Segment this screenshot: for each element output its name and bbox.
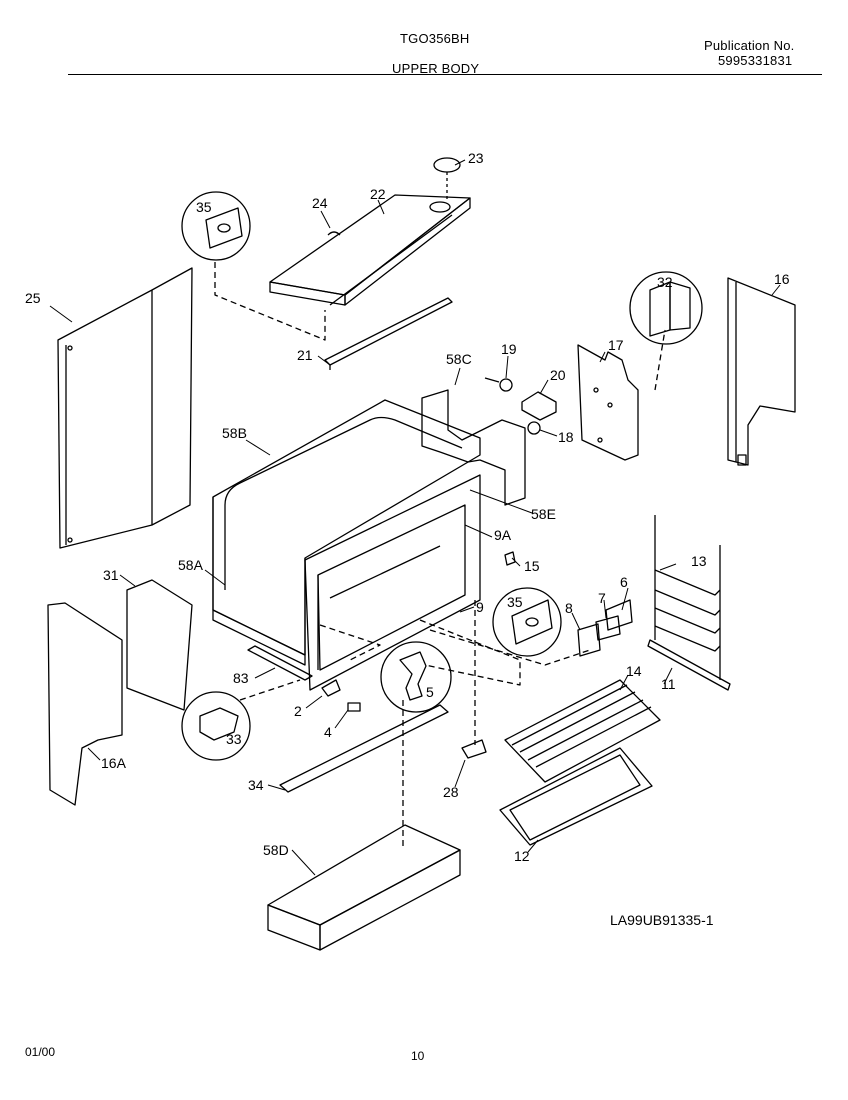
insulation-58d [267, 824, 461, 951]
callout-8: 8 [565, 600, 573, 616]
callout-12: 12 [514, 848, 530, 864]
top-panel-22 [269, 194, 471, 306]
leader-lines [49, 159, 781, 876]
page-number: 10 [411, 1049, 425, 1063]
oven-rack-14 [504, 679, 661, 783]
callout-2: 2 [294, 703, 302, 719]
callout-18: 18 [558, 429, 574, 445]
callout-83: 83 [233, 670, 249, 686]
callout-14: 14 [626, 663, 642, 679]
header-rule [68, 74, 822, 75]
section-title: UPPER BODY [392, 61, 480, 76]
callout-33: 33 [226, 731, 242, 747]
callout-28: 28 [443, 784, 459, 800]
detail-circle-32 [629, 271, 703, 345]
bracket-21 [324, 297, 453, 370]
publication-label: Publication No. [704, 38, 795, 53]
callout-9a: 9A [494, 527, 512, 543]
strip-34 [279, 704, 449, 793]
detail-circle-33 [181, 691, 251, 761]
callout-22: 22 [370, 186, 386, 202]
bracket-17 [577, 344, 639, 461]
callout-23: 23 [468, 150, 484, 166]
model-number: TGO356BH [400, 31, 470, 46]
side-panel-25 [57, 267, 193, 549]
callout-16a: 16A [101, 755, 127, 771]
callout-24: 24 [312, 195, 328, 211]
callout-13: 13 [691, 553, 707, 569]
callout-58b: 58B [222, 425, 247, 441]
detail-circle-35-mid [492, 587, 562, 657]
detail-circle-5 [380, 641, 452, 713]
callout-20: 20 [550, 367, 566, 383]
callout-19: 19 [501, 341, 517, 357]
publication-number: 5995331831 [718, 53, 793, 68]
callout-25: 25 [25, 290, 41, 306]
callout-35-mid: 35 [507, 594, 523, 610]
callout-16: 16 [774, 271, 790, 287]
detail-circle-35-top [181, 191, 251, 261]
parts-18-19-20 [484, 377, 557, 435]
callout-34: 34 [248, 777, 264, 793]
callout-11: 11 [661, 676, 676, 692]
callout-21: 21 [297, 347, 313, 363]
oven-cavity-58b [212, 399, 481, 691]
callout-58e: 58E [531, 506, 556, 522]
callout-15: 15 [524, 558, 540, 574]
callout-35-top: 35 [196, 199, 212, 215]
callout-17: 17 [608, 337, 624, 353]
figure-identifier: LA99UB91335-1 [610, 912, 714, 928]
callout-5: 5 [426, 684, 434, 700]
callout-9: 9 [476, 599, 484, 615]
insulation-58c [421, 389, 526, 506]
dashed-leaders [214, 262, 666, 850]
panel-16a [47, 602, 123, 806]
callout-6: 6 [620, 574, 628, 590]
panel-31 [126, 579, 193, 711]
callout-58c: 58C [446, 351, 472, 367]
callout-58a: 58A [178, 557, 204, 573]
callout-31: 31 [103, 567, 119, 583]
part-23 [433, 157, 461, 200]
side-panel-16 [727, 277, 796, 466]
callout-4: 4 [324, 724, 332, 740]
small-parts [321, 551, 633, 759]
callout-58d: 58D [263, 842, 289, 858]
trim-83 [247, 645, 313, 681]
callout-7: 7 [598, 590, 606, 606]
broiler-pan-12 [499, 747, 653, 846]
callout-32: 32 [657, 274, 673, 290]
rack-supports-13 [647, 515, 731, 691]
revision-date: 01/00 [25, 1045, 56, 1059]
